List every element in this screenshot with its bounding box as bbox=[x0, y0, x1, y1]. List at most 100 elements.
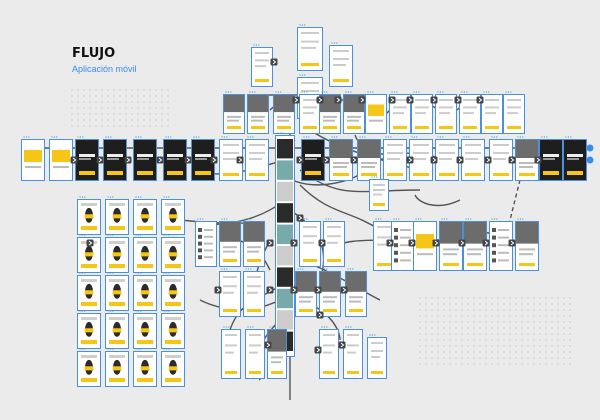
grid-dot bbox=[419, 363, 421, 365]
grid-dot bbox=[533, 339, 535, 341]
grid-dot bbox=[113, 119, 115, 121]
screen-thumbnail bbox=[563, 136, 587, 181]
screen-text-line bbox=[79, 158, 91, 160]
cta-bar bbox=[347, 126, 361, 129]
list-text bbox=[498, 244, 509, 247]
screen-text-line bbox=[165, 203, 181, 206]
arrow-chevron bbox=[316, 347, 321, 353]
grid-dot bbox=[107, 113, 109, 115]
grid-dot bbox=[497, 327, 499, 329]
cta-bar bbox=[81, 378, 97, 382]
screen-thumbnail bbox=[103, 136, 127, 181]
frame-handle bbox=[168, 272, 170, 274]
chevron-icon bbox=[386, 239, 394, 247]
frame-handle bbox=[25, 136, 27, 138]
frame-handle bbox=[331, 136, 333, 138]
chevron-icon bbox=[318, 239, 326, 247]
frame-handle bbox=[442, 91, 444, 93]
grid-dot bbox=[443, 309, 445, 311]
athlete-shirt bbox=[112, 252, 122, 257]
cta-bar bbox=[519, 173, 535, 176]
frame-handle bbox=[303, 136, 305, 138]
screen-text-line bbox=[137, 317, 153, 320]
arrow-badge bbox=[184, 156, 192, 164]
list-thumb bbox=[198, 234, 202, 239]
arrow-chevron bbox=[98, 157, 103, 163]
grid-dot bbox=[563, 351, 565, 353]
arrow-chevron bbox=[318, 312, 323, 318]
chevron-icon bbox=[296, 156, 304, 164]
frame-handle bbox=[333, 42, 335, 44]
grid-dot bbox=[149, 125, 151, 127]
cta-bar bbox=[277, 126, 291, 129]
cta-bar bbox=[137, 378, 153, 382]
chevron-icon bbox=[432, 239, 440, 247]
screen-text-line bbox=[347, 115, 361, 118]
screen-thumbnail bbox=[275, 132, 295, 357]
frame-handle bbox=[321, 91, 323, 93]
grid-dot bbox=[461, 345, 463, 347]
screen-text-line bbox=[347, 344, 359, 347]
chevron-icon bbox=[236, 156, 244, 164]
screen-text-line bbox=[301, 32, 319, 34]
cta-bar bbox=[79, 171, 95, 175]
grid-dot bbox=[509, 297, 511, 299]
grid-dot bbox=[77, 125, 79, 127]
screen-frame bbox=[223, 94, 245, 134]
screen-text-line bbox=[361, 166, 375, 168]
screen-yellow-block bbox=[52, 150, 70, 162]
frame-handle bbox=[522, 218, 524, 220]
screen-text-line bbox=[417, 253, 433, 256]
grid-dot bbox=[491, 339, 493, 341]
list-thumb bbox=[492, 228, 496, 232]
screen-body bbox=[222, 330, 240, 378]
grid-dot bbox=[95, 95, 97, 97]
screen-frame bbox=[133, 351, 157, 387]
frame-handle bbox=[137, 136, 139, 138]
grid-dot bbox=[461, 303, 463, 305]
frame-handle bbox=[247, 326, 249, 328]
frame-handle bbox=[51, 136, 53, 138]
grid-dot bbox=[137, 107, 139, 109]
frame-handle bbox=[393, 91, 395, 93]
athlete-shirt bbox=[112, 328, 122, 333]
screen-text-line bbox=[249, 144, 265, 146]
frame-handle bbox=[221, 268, 223, 270]
grid-dot bbox=[551, 351, 553, 353]
grid-dot bbox=[449, 333, 451, 335]
grid-dot bbox=[521, 333, 523, 335]
arrow-chevron bbox=[434, 240, 439, 246]
frame-handle bbox=[254, 91, 256, 93]
arrow-badge bbox=[484, 156, 492, 164]
frame-handle bbox=[303, 91, 305, 93]
frame-handle bbox=[168, 234, 170, 236]
frame-handle bbox=[165, 196, 167, 198]
grid-dot bbox=[101, 113, 103, 115]
screen-text-line bbox=[109, 279, 125, 282]
arrow-badge bbox=[236, 156, 244, 164]
arrow-badge bbox=[430, 156, 438, 164]
frame-handle bbox=[326, 326, 328, 328]
grid-dot bbox=[563, 357, 565, 359]
grid-dot bbox=[419, 339, 421, 341]
list-text bbox=[400, 251, 411, 254]
grid-dot bbox=[497, 297, 499, 299]
frame-handle bbox=[221, 136, 223, 138]
grid-dot bbox=[491, 357, 493, 359]
grid-dot bbox=[479, 345, 481, 347]
chevron-icon bbox=[210, 156, 218, 164]
frame-handle bbox=[249, 326, 251, 328]
frame-handle bbox=[226, 268, 228, 270]
frame-handle bbox=[112, 196, 114, 198]
grid-dot bbox=[137, 119, 139, 121]
screen-text-line bbox=[81, 317, 97, 320]
cta-bar bbox=[387, 173, 403, 176]
screen-text-line bbox=[255, 52, 269, 54]
grid-dot bbox=[521, 315, 523, 317]
athlete-shirt bbox=[168, 366, 178, 371]
frame-handle bbox=[135, 234, 137, 236]
grid-dot bbox=[449, 321, 451, 323]
grid-dot bbox=[125, 89, 127, 91]
screen-thumbnail bbox=[105, 196, 129, 235]
frame-handle bbox=[112, 272, 114, 274]
